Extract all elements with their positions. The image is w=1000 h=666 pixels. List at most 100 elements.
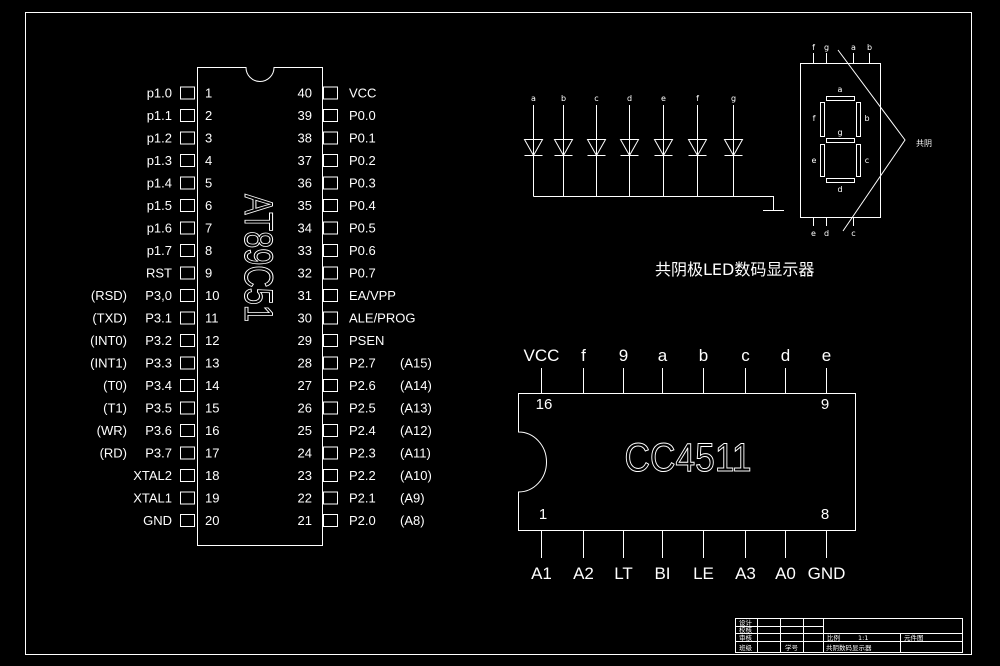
pin-pad (180, 221, 195, 235)
segment-label-e: e (812, 156, 817, 165)
pin-name: P0.6 (349, 243, 376, 258)
diode-label: a (531, 94, 536, 103)
pin-number: 23 (298, 468, 312, 483)
pin-alt-function: (RD) (100, 446, 127, 461)
drawing-name: 共阴数码显示器 (826, 643, 872, 652)
sheet-type: 元件图 (904, 633, 924, 642)
diode-label: g (731, 94, 736, 103)
pin-label: f (812, 43, 815, 52)
pin-number: 25 (298, 423, 312, 438)
pin-label: LE (693, 564, 714, 583)
pin-label: A1 (531, 564, 552, 583)
diode-triangle (723, 139, 744, 157)
mcu-pin-29: 29 PSEN (298, 333, 385, 348)
pin-number: 24 (298, 446, 312, 461)
title-row-label: 校核 (739, 625, 753, 634)
pin-label: BI (654, 564, 670, 583)
pin-name: ALE/PROG (349, 311, 415, 326)
title-row-label: 审核 (739, 633, 753, 642)
pin-name: P2.7 (349, 356, 376, 371)
pin-alt-function: (T0) (103, 378, 127, 393)
pin-name: p1.5 (147, 198, 172, 213)
pin-pad (180, 334, 195, 347)
pin-pad (180, 311, 195, 325)
pin-number: 9 (205, 266, 212, 281)
pin-label: A0 (775, 564, 796, 583)
cc4511-bottom-pin-le: LE (693, 530, 714, 583)
pin-name: p1.1 (147, 108, 172, 123)
pin-number: 19 (205, 491, 219, 506)
pin-label: c (851, 229, 855, 238)
pin-pad (323, 311, 338, 325)
pin-name: VCC (349, 86, 376, 101)
cc4511-body (518, 393, 856, 531)
led-diode-e: e (653, 94, 674, 197)
pin-name: XTAL2 (133, 468, 172, 483)
segment-label-b: b (864, 114, 869, 123)
led-diode-a: a (523, 94, 544, 197)
pin-number: 17 (205, 446, 219, 461)
cc4511-top-pin-b: b (699, 346, 708, 394)
mcu-pin-4: 4p1.3 (147, 153, 213, 168)
pin-number: 11 (205, 311, 219, 326)
mcu-pin-6: 6p1.5 (147, 198, 213, 213)
pin-number: 31 (298, 288, 312, 303)
pin-number: 4 (205, 153, 212, 168)
pin-pad (323, 446, 338, 460)
pin-name: P2.5 (349, 401, 376, 416)
pin-pad (180, 469, 195, 482)
pin-number: 37 (298, 153, 312, 168)
mcu-pin-30: 30 ALE/PROG (298, 311, 416, 326)
pin-label: e (811, 229, 816, 238)
at89c51-label: AT89C51 (236, 194, 280, 322)
display-caption: 共阴极LED数码显示器 (655, 260, 814, 279)
diode-triangle (586, 139, 607, 157)
pin-pad (180, 131, 195, 145)
pin-name: P3.4 (145, 378, 172, 393)
title-row-label: 设计 (739, 618, 753, 627)
pin-name: p1.2 (147, 131, 172, 146)
pin-pad (323, 221, 338, 235)
pin-pad (180, 491, 195, 505)
at89c51-chip: AT89C51 1p1.02p1.13p1.24p1.35p1.46p1.57p… (90, 67, 432, 546)
pin-name: P2.0 (349, 513, 376, 528)
pin-number: 30 (298, 311, 312, 326)
segment-label-d: d (837, 185, 842, 194)
pin-alt-function: (T1) (103, 401, 127, 416)
pin-number: 2 (205, 108, 212, 123)
title-block-frame (735, 618, 963, 653)
segment-label-c: c (865, 156, 869, 165)
pin-number-1: 1 (539, 506, 547, 523)
pin-number: 39 (298, 108, 312, 123)
common-cathode-pointer (837, 49, 906, 232)
pin-label: A2 (573, 564, 594, 583)
pin-number: 20 (205, 513, 219, 528)
student-id-label: 学号 (785, 643, 799, 652)
pin-pad (180, 514, 195, 527)
pin-label: a (851, 43, 856, 52)
pin-number: 29 (298, 333, 312, 348)
pin-number: 8 (205, 243, 212, 258)
display-body (800, 63, 881, 218)
pin-number: 38 (298, 131, 312, 146)
led-common-bus (533, 196, 774, 211)
pin-alt-function: (WR) (97, 423, 127, 438)
pin-number: 35 (298, 198, 312, 213)
pin-name: PSEN (349, 333, 384, 348)
pin-alt-function: (INT0) (90, 333, 127, 348)
cc4511-bottom-pin-a3: A3 (735, 530, 756, 583)
pin-number: 34 (298, 221, 312, 236)
pin-number-8: 8 (821, 506, 829, 523)
pin-pad (180, 109, 195, 122)
